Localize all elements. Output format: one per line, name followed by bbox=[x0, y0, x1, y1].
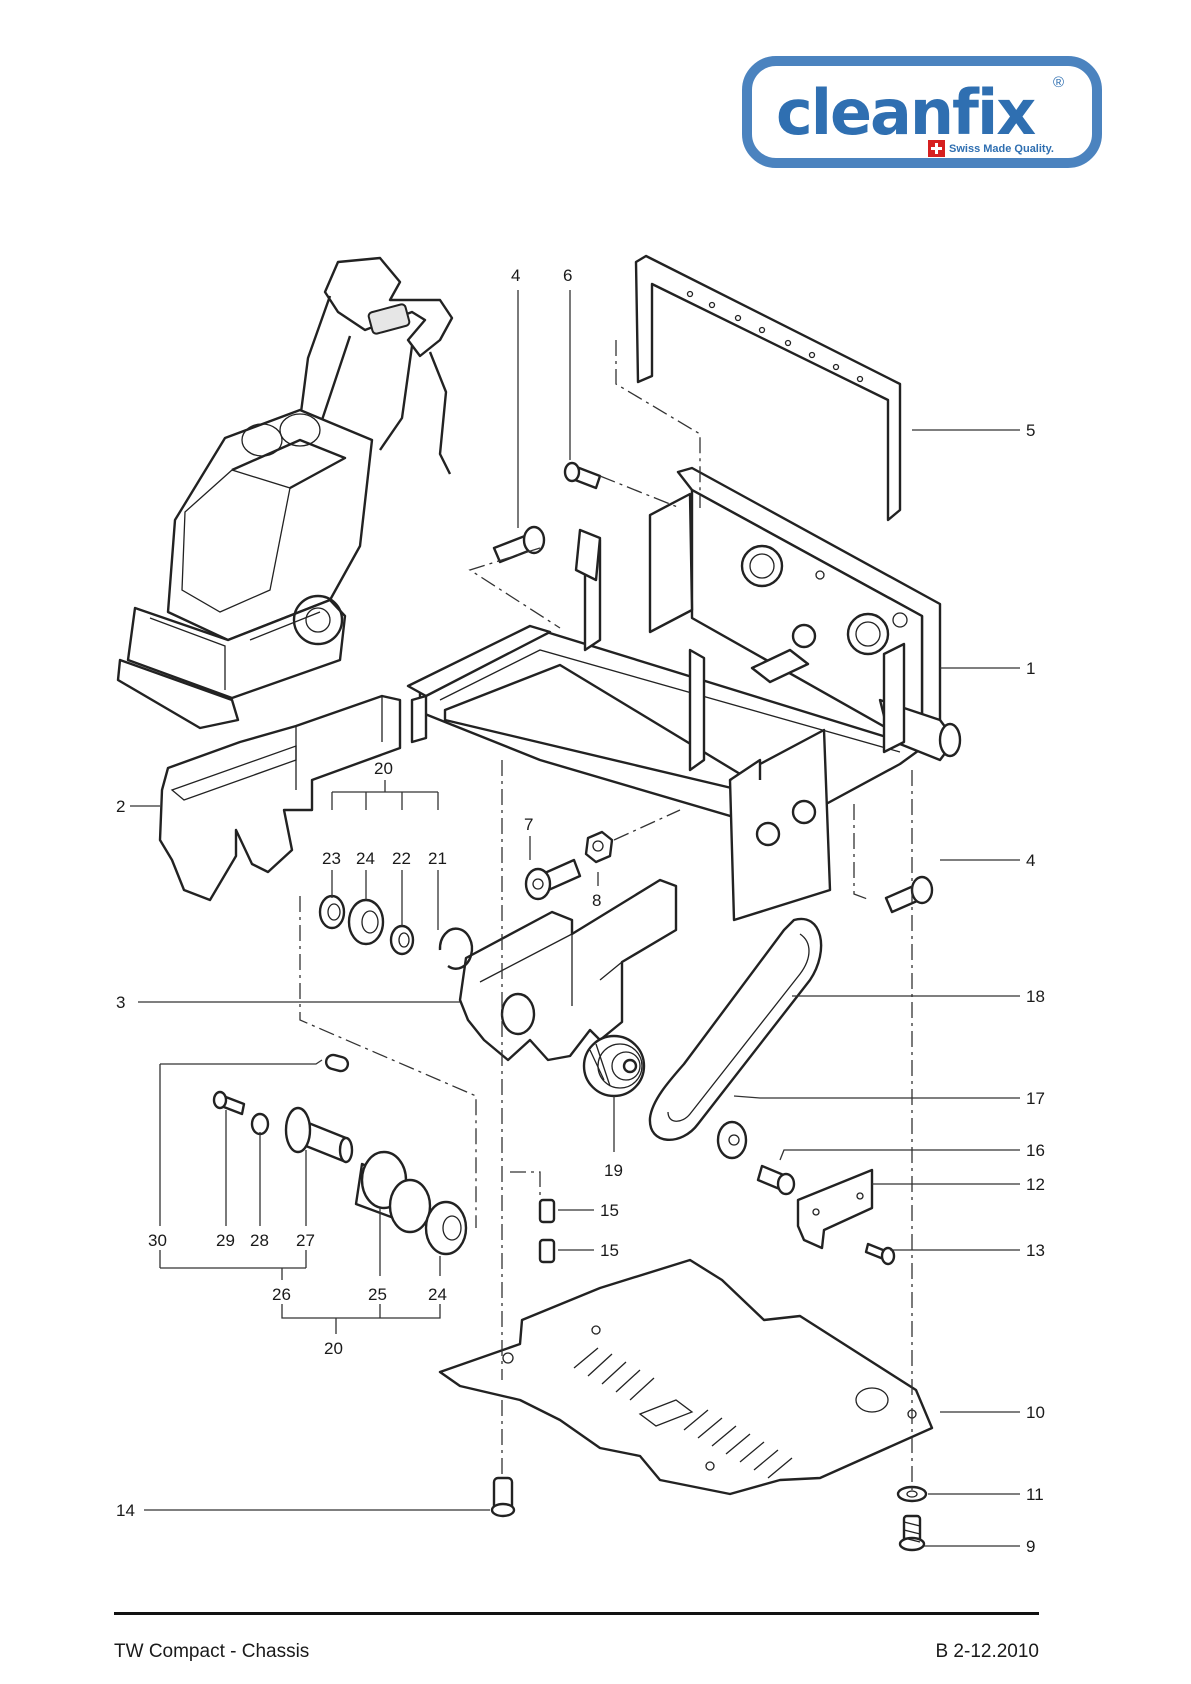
bracket-plate-part-12 bbox=[798, 1170, 872, 1248]
label-24-upper: 24 bbox=[356, 849, 375, 868]
label-3: 3 bbox=[116, 993, 125, 1012]
label-21: 21 bbox=[428, 849, 447, 868]
label-22: 22 bbox=[392, 849, 411, 868]
label-29: 29 bbox=[216, 1231, 235, 1250]
machine-overview-drawing bbox=[118, 258, 452, 728]
screw-part-6 bbox=[565, 463, 600, 488]
screw-part-14 bbox=[492, 1478, 514, 1516]
screw-part-4-lower bbox=[886, 877, 932, 912]
label-28: 28 bbox=[250, 1231, 269, 1250]
label-7: 7 bbox=[524, 815, 533, 834]
base-plate-part-10 bbox=[440, 1260, 932, 1494]
screw-part-13 bbox=[866, 1244, 894, 1264]
label-26: 26 bbox=[272, 1285, 291, 1304]
nut-part-8 bbox=[586, 832, 612, 862]
label-16: 16 bbox=[1026, 1141, 1045, 1160]
label-20-upper: 20 bbox=[374, 759, 393, 778]
washer-part-17 bbox=[718, 1122, 746, 1158]
label-6: 6 bbox=[563, 266, 572, 285]
screw-part-4-upper bbox=[494, 527, 544, 562]
label-18: 18 bbox=[1026, 987, 1045, 1006]
label-4-upper: 4 bbox=[511, 266, 520, 285]
label-13: 13 bbox=[1026, 1241, 1045, 1260]
pulley-part-19 bbox=[584, 1036, 644, 1096]
set-screws-part-15 bbox=[540, 1200, 554, 1262]
screw-part-16 bbox=[758, 1166, 794, 1194]
footer-document-title: TW Compact - Chassis bbox=[114, 1641, 309, 1663]
bearing-set-upper bbox=[320, 896, 472, 969]
label-19: 19 bbox=[604, 1161, 623, 1180]
right-arm-part-3 bbox=[460, 880, 676, 1060]
label-10: 10 bbox=[1026, 1403, 1045, 1422]
drive-belt-part-18 bbox=[650, 919, 821, 1140]
label-30: 30 bbox=[148, 1231, 167, 1250]
label-12: 12 bbox=[1026, 1175, 1045, 1194]
label-9: 9 bbox=[1026, 1537, 1035, 1556]
exploded-parts-diagram: 4 6 5 1 2 20 23 24 22 21 7 8 4 3 18 17 1… bbox=[0, 0, 1191, 1600]
label-27: 27 bbox=[296, 1231, 315, 1250]
label-17: 17 bbox=[1026, 1089, 1045, 1108]
screw-part-9 bbox=[900, 1516, 924, 1550]
label-23: 23 bbox=[322, 849, 341, 868]
footer-document-code: B 2-12.2010 bbox=[935, 1641, 1039, 1663]
label-14: 14 bbox=[116, 1501, 135, 1520]
label-24-lower: 24 bbox=[428, 1285, 447, 1304]
label-20-lower: 20 bbox=[324, 1339, 343, 1358]
label-1: 1 bbox=[1026, 659, 1035, 678]
label-8: 8 bbox=[592, 891, 601, 910]
screw-part-7 bbox=[526, 860, 580, 899]
label-2: 2 bbox=[116, 797, 125, 816]
axle-group-lower bbox=[214, 1053, 466, 1254]
label-25: 25 bbox=[368, 1285, 387, 1304]
label-4-lower: 4 bbox=[1026, 851, 1035, 870]
u-bracket-part-5 bbox=[636, 256, 900, 520]
label-15-lower: 15 bbox=[600, 1241, 619, 1260]
footer-divider bbox=[114, 1612, 1039, 1615]
chassis-frame-part-1 bbox=[408, 468, 960, 920]
label-15-upper: 15 bbox=[600, 1201, 619, 1220]
label-11: 11 bbox=[1026, 1485, 1044, 1504]
label-5: 5 bbox=[1026, 421, 1035, 440]
